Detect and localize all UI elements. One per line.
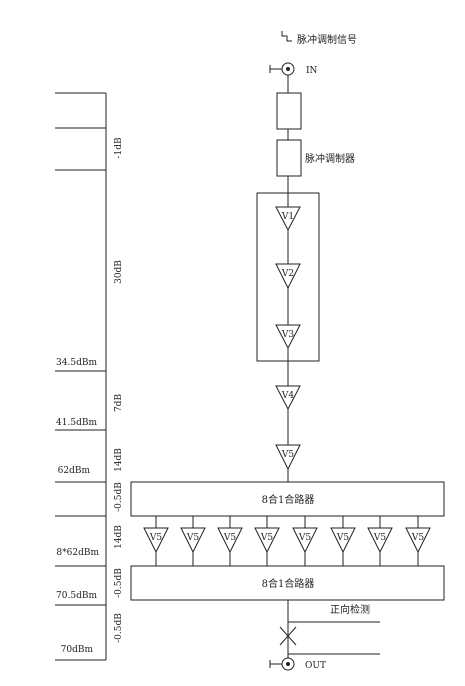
parallel-amp-label: V5 bbox=[298, 533, 311, 543]
modulator-label: 脉冲调制器 bbox=[305, 152, 355, 165]
power-label: 70.5dBm bbox=[56, 591, 97, 601]
parallel-amp-4 bbox=[254, 527, 280, 554]
power-label: 62dBm bbox=[58, 466, 91, 476]
coupler-cross-icon bbox=[279, 626, 297, 646]
amplifier-v5-label: V5 bbox=[281, 450, 294, 460]
parallel-amp-label: V5 bbox=[373, 533, 386, 543]
amplifier-v4-label: V4 bbox=[281, 391, 294, 401]
combiner-top-box bbox=[130, 481, 445, 517]
input-port-dot bbox=[286, 67, 290, 71]
amplifier-v3-triangle bbox=[275, 324, 301, 350]
combiner-bottom-label: 8合1合路器 bbox=[262, 577, 315, 590]
parallel-amp-6 bbox=[330, 527, 356, 554]
modulator-block bbox=[276, 139, 302, 177]
power-label: 8*62dBm bbox=[56, 548, 99, 558]
gain-label: -0.5dB bbox=[114, 568, 124, 598]
amplifier-v3-label: V3 bbox=[281, 330, 294, 340]
parallel-amp-1 bbox=[143, 527, 169, 554]
gain-label: 14dB bbox=[114, 448, 124, 472]
parallel-amp-3 bbox=[217, 527, 243, 554]
amplifier-v2-triangle bbox=[275, 263, 301, 290]
power-label: 34.5dBm bbox=[56, 358, 97, 368]
parallel-amp-label: V5 bbox=[336, 533, 349, 543]
input-port-label: IN bbox=[306, 66, 318, 76]
output-port-label: OUT bbox=[305, 661, 326, 671]
input-block bbox=[276, 92, 302, 130]
parallel-amp-5 bbox=[292, 527, 318, 554]
parallel-amp-7 bbox=[367, 527, 393, 554]
parallel-amp-8 bbox=[405, 527, 431, 554]
gain-label: 30dB bbox=[114, 260, 124, 284]
gain-label: -1dB bbox=[114, 137, 124, 159]
power-label: 41.5dBm bbox=[56, 418, 97, 428]
parallel-branches bbox=[143, 516, 431, 566]
parallel-amp-label: V5 bbox=[260, 533, 273, 543]
gain-label: 7dB bbox=[114, 394, 124, 412]
power-label: 70dBm bbox=[61, 645, 94, 655]
output-port-dot bbox=[286, 662, 290, 666]
combiner-top-label: 8合1合路器 bbox=[262, 493, 315, 506]
amplifier-v1-label: V1 bbox=[281, 212, 294, 222]
parallel-amp-2 bbox=[180, 527, 206, 554]
gain-label: -0.5dB bbox=[114, 482, 124, 512]
amplifier-v4-triangle bbox=[275, 385, 301, 411]
amplifier-v5-triangle bbox=[275, 444, 301, 471]
parallel-amp-label: V5 bbox=[186, 533, 199, 543]
amplifier-v1-triangle bbox=[275, 206, 301, 232]
parallel-amp-label: V5 bbox=[149, 533, 162, 543]
amplifier-v2-label: V2 bbox=[281, 269, 294, 279]
detector-label: 正向检测 bbox=[330, 603, 370, 616]
parallel-amp-label: V5 bbox=[223, 533, 236, 543]
gain-label: 14dB bbox=[114, 525, 124, 549]
top-signal-label: 脉冲调制信号 bbox=[297, 33, 357, 46]
gain-label: -0.5dB bbox=[114, 613, 124, 643]
parallel-amp-label: V5 bbox=[411, 533, 424, 543]
pulse-signal-icon bbox=[281, 31, 292, 42]
